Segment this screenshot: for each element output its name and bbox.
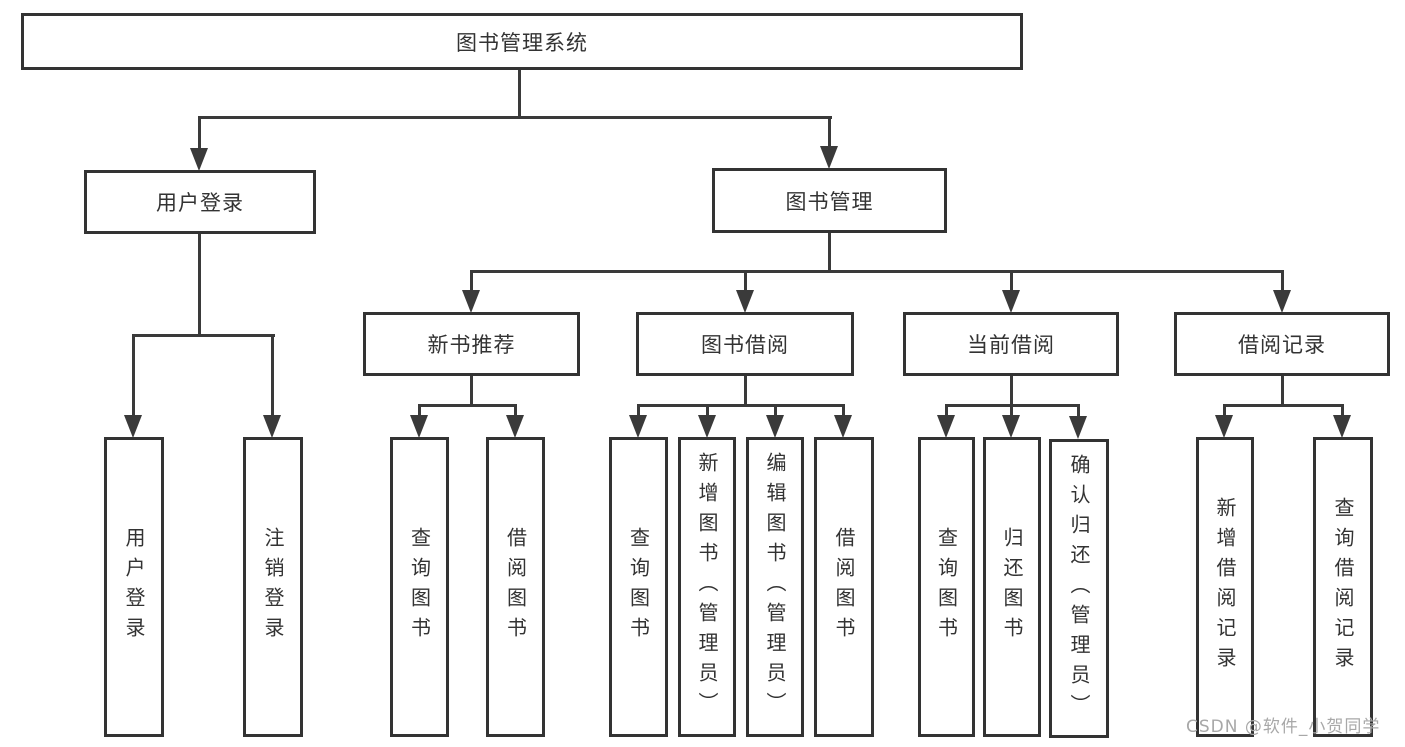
arrow-down-icon	[629, 415, 647, 438]
leaf-edit-books-admin: 编辑图书（管理员）	[746, 437, 804, 737]
connector-line	[1223, 404, 1226, 417]
connector-line	[518, 69, 521, 119]
arrow-down-icon	[820, 146, 838, 169]
node-user-login: 用户登录	[84, 170, 316, 234]
arrow-down-icon	[834, 415, 852, 438]
node-label: 新增图书（管理员）	[695, 452, 719, 722]
node-label: 归还图书	[1000, 527, 1024, 647]
node-label: 当前借阅	[967, 333, 1055, 357]
node-label: 查询图书	[407, 527, 432, 647]
arrow-down-icon	[1333, 415, 1351, 438]
leaf-borrow-books-recommend: 借阅图书	[486, 437, 545, 737]
leaf-confirm-return-admin: 确认归还（管理员）	[1049, 439, 1109, 738]
connector-line	[842, 404, 845, 417]
node-label: 查询图书	[934, 527, 959, 647]
connector-line	[1281, 376, 1284, 407]
connector-line	[198, 116, 832, 119]
connector-line	[774, 404, 777, 417]
arrow-down-icon	[1069, 416, 1087, 439]
node-label: 新书推荐	[427, 333, 516, 357]
arrow-down-icon	[1215, 415, 1233, 438]
node-label: 新增借阅记录	[1213, 497, 1237, 677]
leaf-query-borrow-record: 查询借阅记录	[1313, 437, 1373, 737]
connector-line	[1223, 404, 1344, 407]
arrow-down-icon	[1002, 415, 1020, 438]
connector-line	[418, 404, 517, 407]
arrow-down-icon	[462, 290, 480, 313]
arrow-down-icon	[1273, 290, 1291, 313]
connector-line	[1281, 270, 1284, 292]
leaf-user-login: 用户登录	[104, 437, 164, 737]
connector-line	[418, 404, 421, 417]
leaf-borrow-books: 借阅图书	[814, 437, 874, 737]
node-label: 查询图书	[626, 527, 651, 647]
arrow-down-icon	[190, 148, 208, 171]
connector-line	[514, 404, 517, 417]
node-borrowing-records: 借阅记录	[1174, 312, 1390, 376]
node-label: 借阅记录	[1238, 333, 1326, 357]
node-label: 用户登录	[122, 527, 146, 647]
arrow-down-icon	[1002, 290, 1020, 313]
connector-line	[271, 334, 274, 416]
arrow-down-icon	[698, 415, 716, 438]
connector-line	[198, 234, 201, 337]
leaf-logout: 注销登录	[243, 437, 303, 737]
connector-line	[828, 233, 831, 273]
leaf-query-books-current: 查询图书	[918, 437, 975, 737]
node-label: 用户登录	[156, 191, 244, 215]
arrow-down-icon	[263, 415, 281, 438]
connector-line	[1010, 404, 1013, 417]
connector-line	[744, 270, 747, 292]
node-label: 借阅图书	[503, 527, 528, 647]
arrow-down-icon	[410, 415, 428, 438]
node-book-borrowing: 图书借阅	[636, 312, 854, 376]
connector-line	[744, 376, 747, 407]
arrow-down-icon	[124, 415, 142, 438]
node-new-book-recommend: 新书推荐	[363, 312, 580, 376]
node-label: 确认归还（管理员）	[1067, 453, 1091, 724]
node-label: 图书管理系统	[456, 30, 588, 55]
connector-line	[637, 404, 845, 407]
leaf-return-books: 归还图书	[983, 437, 1041, 737]
csdn-watermark: CSDN @软件_小贺同学	[1186, 717, 1381, 737]
connector-line	[828, 116, 831, 148]
node-label: 查询借阅记录	[1331, 497, 1355, 677]
node-label: 注销登录	[261, 527, 285, 647]
connector-line	[1341, 404, 1344, 417]
node-label: 借阅图书	[832, 527, 856, 647]
leaf-query-books-recommend: 查询图书	[390, 437, 449, 737]
node-book-management: 图书管理	[712, 168, 947, 233]
connector-line	[132, 334, 275, 337]
arrow-down-icon	[766, 415, 784, 438]
connector-line	[945, 404, 948, 417]
node-label: 图书管理	[785, 189, 874, 214]
leaf-add-books-admin: 新增图书（管理员）	[678, 437, 736, 737]
node-library-system: 图书管理系统	[21, 13, 1023, 70]
arrow-down-icon	[937, 415, 955, 438]
connector-line	[132, 334, 135, 416]
connector-line	[1077, 404, 1080, 417]
connector-line	[1010, 270, 1013, 292]
node-label: 编辑图书（管理员）	[763, 452, 787, 722]
leaf-query-books-borrow: 查询图书	[609, 437, 668, 737]
leaf-add-borrow-record: 新增借阅记录	[1196, 437, 1254, 737]
node-label: 图书借阅	[701, 333, 789, 357]
node-current-borrowing: 当前借阅	[903, 312, 1119, 376]
connector-line	[706, 404, 709, 417]
arrow-down-icon	[506, 415, 524, 438]
connector-line	[198, 116, 201, 152]
connector-line	[470, 270, 473, 292]
connector-line	[470, 376, 473, 407]
connector-line	[637, 404, 640, 417]
arrow-down-icon	[736, 290, 754, 313]
connector-line	[1010, 376, 1013, 407]
connector-line	[470, 270, 1284, 273]
